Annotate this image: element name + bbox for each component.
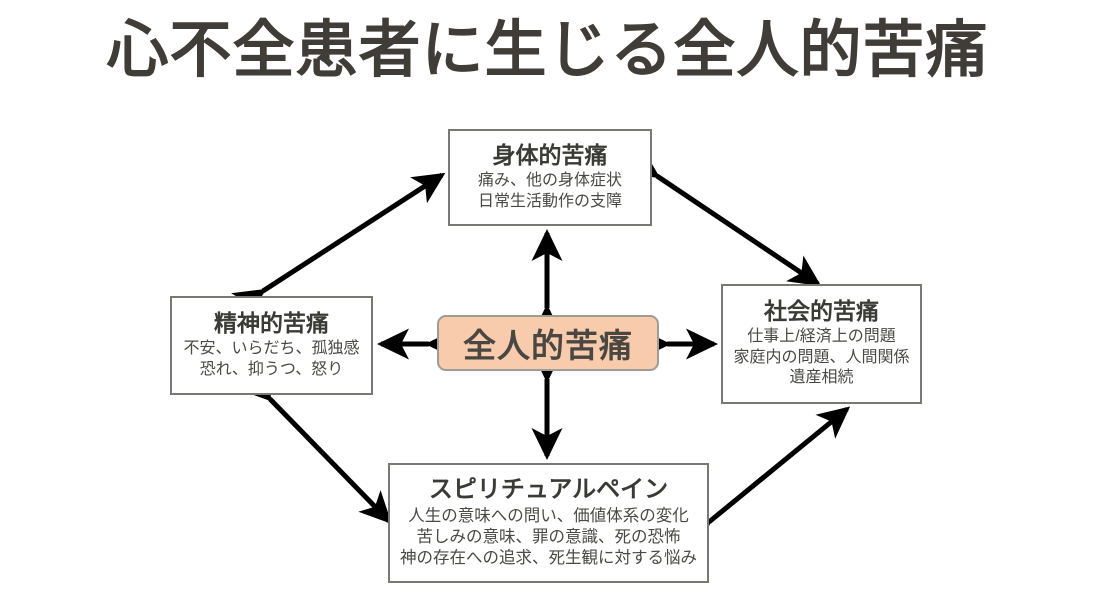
arrow-mental-physical: [231, 172, 446, 320]
arrow-physical-social: [625, 147, 822, 287]
node-mental-line-1: 不安、いらだち、孤独感: [183, 340, 360, 358]
node-social-pain[interactable]: 社会的苦痛 仕事上/経済上の問題 家庭内の問題、人間関係 遺産相続: [721, 284, 922, 404]
node-spiritual-pain[interactable]: スピリチュアルペイン 人生の意味への問い、価値体系の変化 苦しみの意味、罪の意識…: [388, 463, 709, 583]
node-spiritual-title: スピリチュアルペイン: [428, 476, 669, 504]
node-physical-details: 痛み、他の身体症状 日常生活動作の支障: [478, 171, 622, 212]
node-mental-details: 不安、いらだち、孤独感 恐れ、抑うつ、怒り: [183, 339, 359, 380]
page-title: 心不全患者に生じる全人的苦痛: [106, 16, 989, 85]
node-physical-line-1: 痛み、他の身体症状: [477, 172, 622, 190]
node-mental-line-2: 恐れ、抑うつ、怒り: [199, 360, 344, 378]
node-total-pain-label: 全人的苦痛: [463, 327, 633, 364]
node-social-title: 社会的苦痛: [764, 298, 879, 325]
arrow-mental-spiritual: [239, 368, 392, 524]
node-physical-title: 身体的苦痛: [492, 141, 608, 168]
arrow-spiritual-social: [677, 406, 851, 552]
node-social-line-2: 家庭内の問題、人間関係: [733, 348, 910, 366]
node-mental-title: 精神的苦痛: [214, 309, 329, 336]
node-physical-pain[interactable]: 身体的苦痛 痛み、他の身体症状 日常生活動作の支障: [448, 129, 652, 226]
node-spiritual-line-2: 苦しみの意味、罪の意識、死の恐怖: [416, 527, 681, 546]
node-social-line-3: 遺産相続: [789, 369, 854, 387]
node-mental-pain[interactable]: 精神的苦痛 不安、いらだち、孤独感 恐れ、抑うつ、怒り: [170, 296, 373, 395]
node-spiritual-line-3: 神の存在への追求、死生観に対する悩み: [400, 548, 697, 567]
node-total-pain-center[interactable]: 全人的苦痛: [437, 315, 659, 371]
node-physical-line-2: 日常生活動作の支障: [477, 192, 622, 210]
node-social-line-1: 仕事上/経済上の問題: [747, 328, 896, 346]
node-spiritual-details: 人生の意味への問い、価値体系の変化 苦しみの意味、罪の意識、死の恐怖 神の存在へ…: [400, 506, 697, 569]
node-spiritual-line-1: 人生の意味への問い、価値体系の変化: [408, 506, 689, 525]
node-social-details: 仕事上/経済上の問題 家庭内の問題、人間関係 遺産相続: [733, 327, 909, 388]
